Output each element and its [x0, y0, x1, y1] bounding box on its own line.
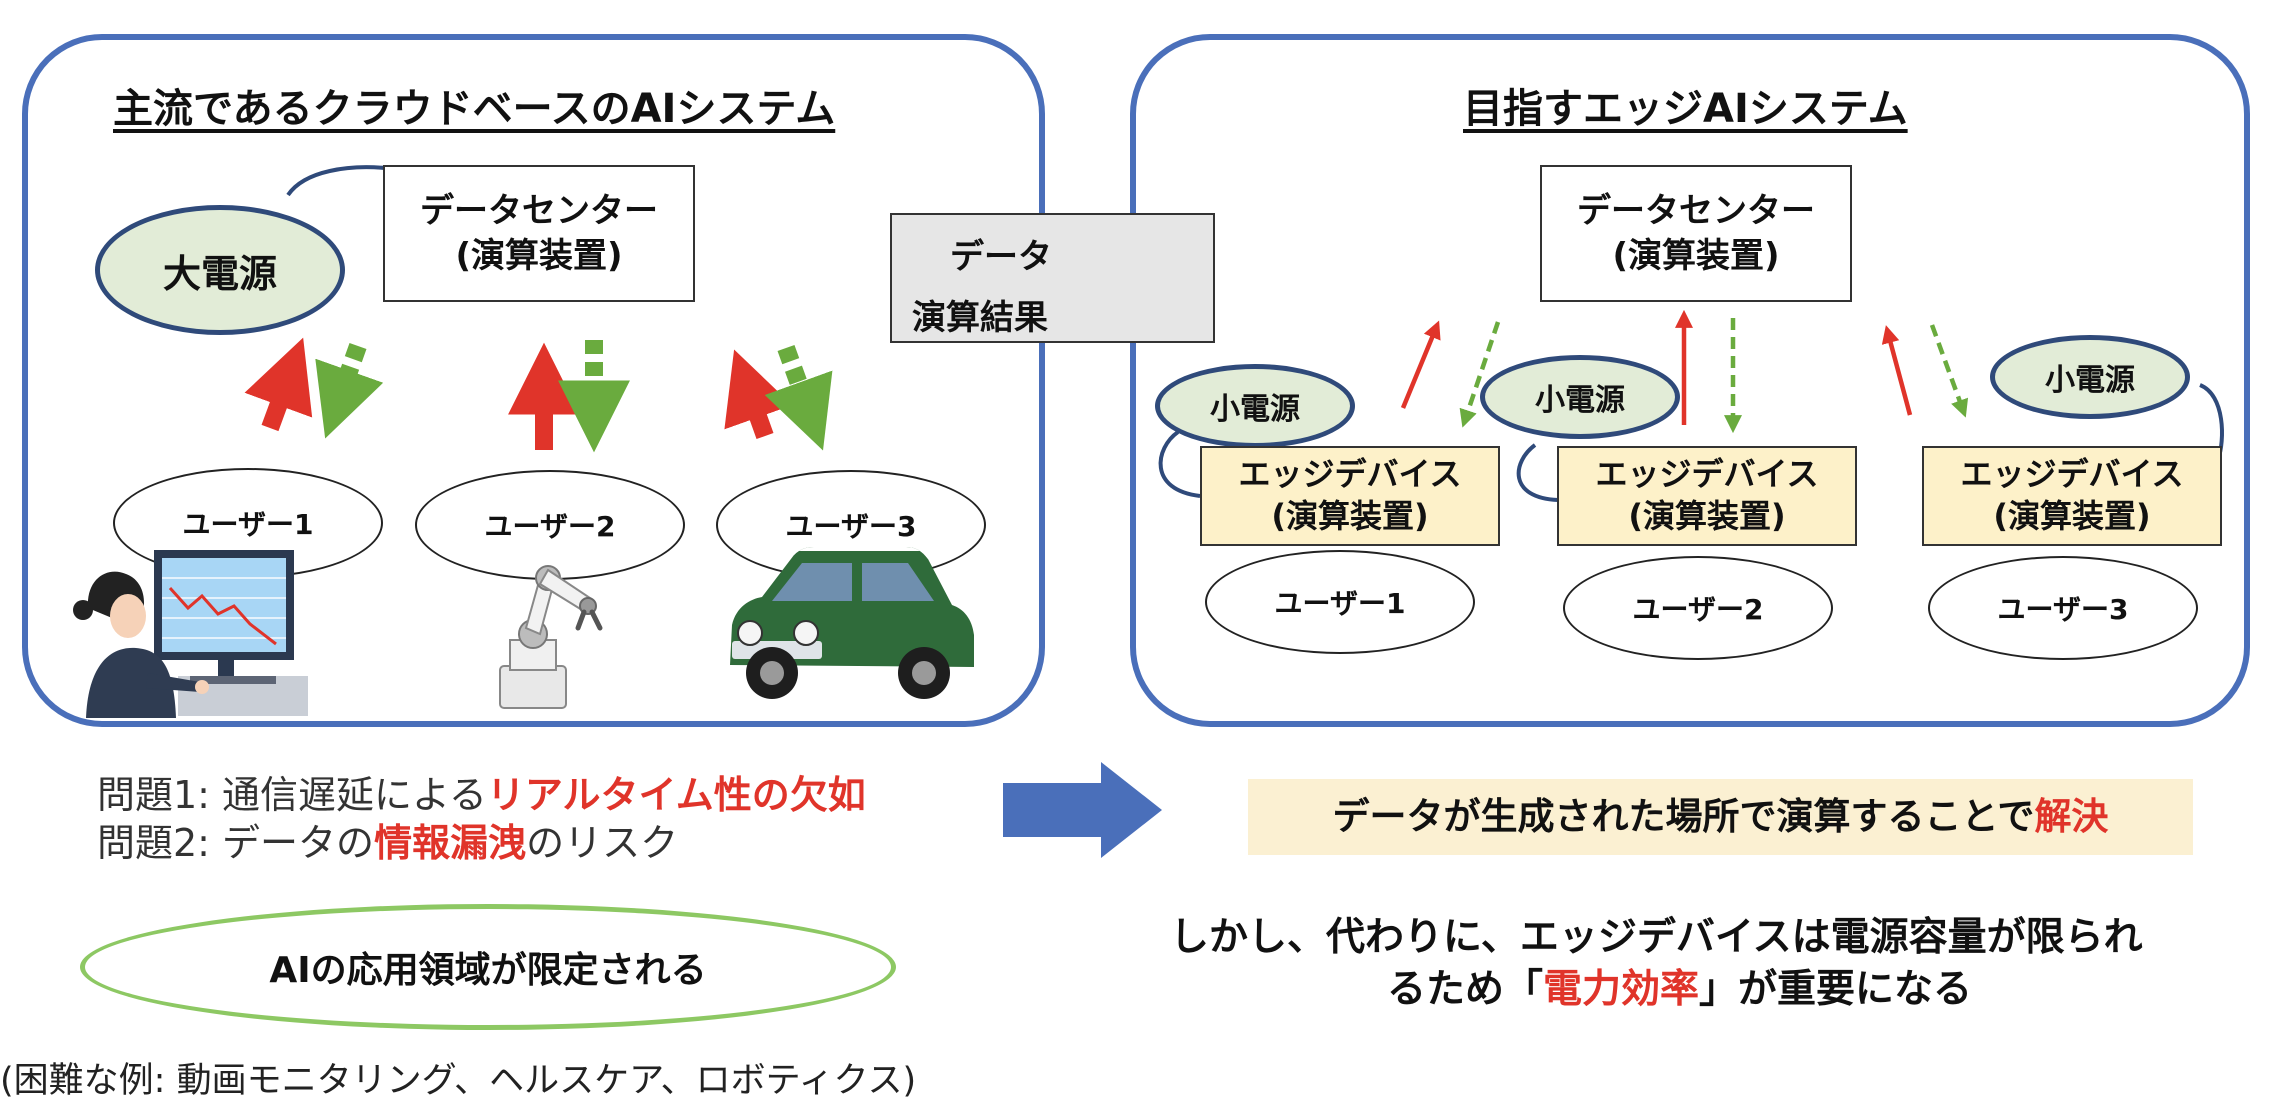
legend-box [890, 213, 1215, 343]
large-power-label: 大電源 [162, 251, 277, 296]
however-line-2-suffix: 」が重要になる [1699, 967, 1973, 1012]
power-cable [286, 165, 386, 197]
problem-1-prefix: 問題1: 通信遅延による [97, 773, 487, 817]
edge-device-label: エッジデバイス [1595, 455, 1819, 494]
problem-1-highlight: リアルタイム性の欠如 [486, 773, 866, 817]
problem-2-suffix: のリスク [526, 821, 679, 865]
power-cable [1516, 443, 1559, 502]
power-efficiency-highlight: 電力効率 [1543, 967, 1700, 1012]
difficult-examples: (困難な例: 動画モニタリング、ヘルスケア、ロボティクス) [0, 1061, 917, 1101]
data-arrow-up [244, 337, 313, 432]
datacenter-label: データセンター [1577, 191, 1815, 232]
result-arrow-down [315, 342, 384, 439]
user-ellipse-2: ユーザー2 [1563, 556, 1833, 660]
legend-result-label: 演算結果 [912, 298, 1048, 338]
green-car-icon [730, 547, 974, 699]
edge-device-box: エッジデバイス (演算装置) [1922, 446, 2222, 546]
user-label: ユーザー1 [182, 508, 314, 541]
big-right-arrow [1003, 762, 1162, 858]
small-power-ellipse: 小電源 [1990, 335, 2190, 419]
problem-1: 問題1: 通信遅延によるリアルタイム性の欠如 [97, 772, 866, 820]
user-label: ユーザー1 [1274, 587, 1406, 620]
datacenter-sublabel: (演算装置) [1612, 235, 1780, 276]
edge-device-label: エッジデバイス [1238, 455, 1462, 494]
datacenter-label: データセンター [420, 191, 658, 232]
cloud-panel-title: 主流であるクラウドベースのAIシステム [113, 86, 836, 132]
edge-device-box: エッジデバイス (演算装置) [1557, 446, 1857, 546]
however-line-1: しかし、代わりに、エッジデバイスは電源容量が限られ [1170, 915, 2143, 960]
result-arrow-down [1459, 321, 1501, 428]
user-label: ユーザー3 [1997, 593, 2129, 626]
edge-panel [1130, 34, 2250, 727]
user-label: ユーザー3 [785, 510, 917, 543]
solution-text: データが生成された場所で演算することで [1332, 794, 2035, 838]
data-arrow-up [724, 349, 793, 440]
small-power-label: 小電源 [1535, 383, 1625, 418]
edge-device-sublabel: (演算装置) [1628, 497, 1786, 535]
edge-panel-title: 目指すエッジAIシステム [1463, 86, 1908, 132]
small-power-ellipse: 小電源 [1155, 364, 1355, 448]
problem-2-highlight: 情報漏洩 [374, 821, 527, 865]
solution-banner: データが生成された場所で演算することで解決 [1248, 779, 2193, 855]
problem-2: 問題2: データの情報漏洩のリスク [97, 820, 678, 868]
edge-device-sublabel: (演算装置) [1271, 497, 1429, 535]
datacenter-box: データセンター (演算装置) [383, 165, 695, 302]
limited-area-label: AIの応用領域が限定される [269, 950, 707, 991]
user-label: ユーザー2 [484, 510, 616, 543]
however-line-2: るため「電力効率」が重要になる [1387, 958, 1972, 1014]
result-arrow-down [764, 344, 833, 451]
large-power-ellipse: 大電源 [95, 205, 345, 335]
problem-2-prefix: 問題2: データの [97, 821, 375, 865]
edge-device-sublabel: (演算装置) [1993, 497, 2151, 535]
edge-device-label: エッジデバイス [1960, 455, 2184, 494]
however-line-2-prefix: るため「 [1387, 967, 1544, 1012]
edge-device-box: エッジデバイス (演算装置) [1200, 446, 1500, 546]
user-label: ユーザー2 [1632, 593, 1764, 626]
person-at-monitor-icon [73, 550, 308, 718]
cloud-panel [22, 34, 1045, 727]
small-power-ellipse: 小電源 [1480, 355, 1680, 439]
user-ellipse-3: ユーザー3 [1928, 556, 2198, 660]
power-cable [1158, 430, 1201, 498]
datacenter-sublabel: (演算装置) [455, 235, 623, 276]
small-power-label: 小電源 [2045, 363, 2135, 398]
user-ellipse-1: ユーザー1 [1205, 550, 1475, 654]
result-arrow-down [1929, 324, 1969, 418]
datacenter-box: データセンター (演算装置) [1540, 165, 1852, 302]
data-arrow-up [1400, 320, 1441, 409]
data-arrow-up [1881, 325, 1913, 416]
legend-data-label: データ [950, 237, 1052, 277]
solution-highlight: 解決 [2034, 794, 2109, 838]
small-power-label: 小電源 [1210, 392, 1300, 427]
robot-arm-icon [499, 565, 603, 709]
user-ellipse-2: ユーザー2 [415, 470, 685, 580]
limited-area-ellipse: AIの応用領域が限定される [80, 904, 896, 1030]
